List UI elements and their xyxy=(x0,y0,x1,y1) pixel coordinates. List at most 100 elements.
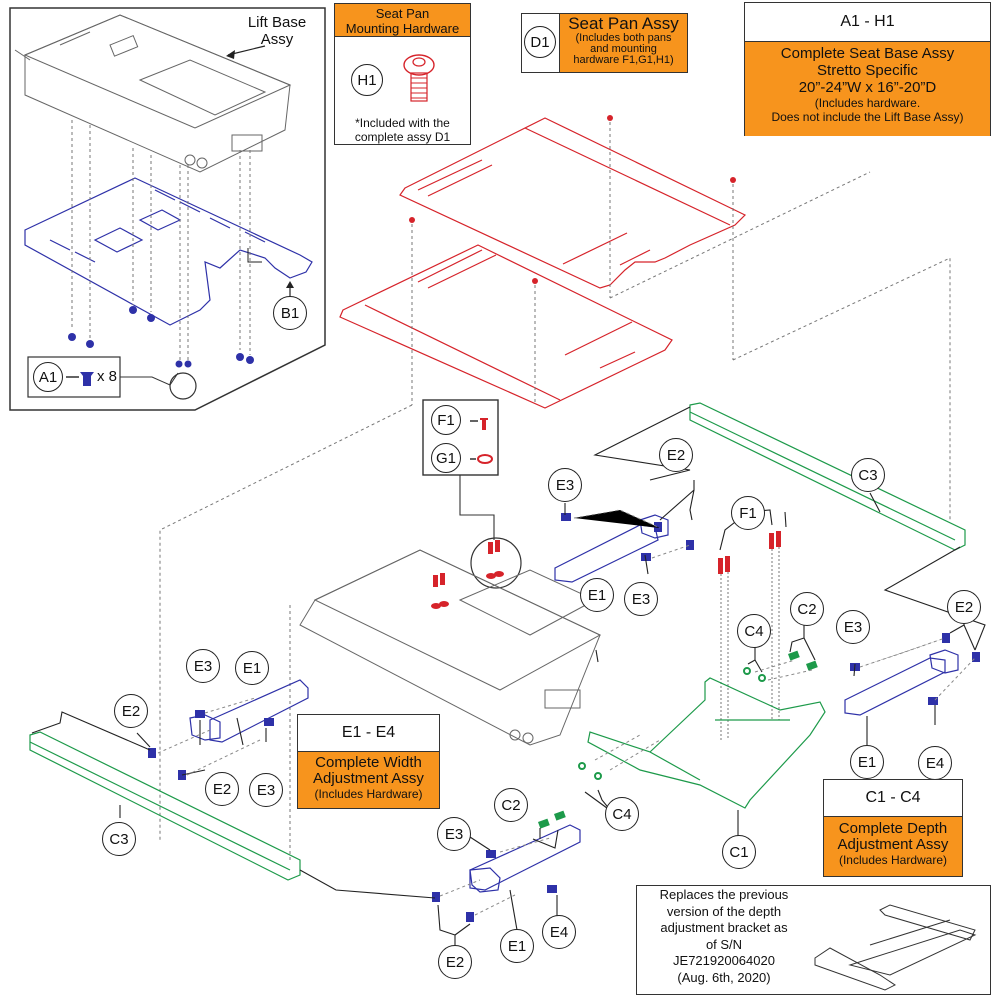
callout-label: G1 xyxy=(435,449,456,467)
callout-label: E4 xyxy=(925,754,945,772)
depth-adjustment-box: C1 - C4 Complete Depth Adjustment Assy (… xyxy=(823,779,963,877)
callout-e2-bottom[interactable]: E2 xyxy=(438,945,472,979)
callout-c1[interactable]: C1 xyxy=(722,835,756,869)
callout-label: B1 xyxy=(280,304,300,322)
seat-base-line1: Complete Seat Base Assy xyxy=(780,45,955,62)
callout-label: C1 xyxy=(729,843,749,861)
width-adjustment-description: Complete Width Adjustment Assy (Includes… xyxy=(298,752,439,808)
inset-alignment-lines xyxy=(71,120,251,362)
header-line1: Seat Pan xyxy=(375,6,430,21)
callout-c3-top[interactable]: C3 xyxy=(851,458,885,492)
callout-label: E1 xyxy=(857,753,877,771)
callout-label: F1 xyxy=(437,411,455,429)
callout-c4-lower[interactable]: C4 xyxy=(605,797,639,831)
b1-leader xyxy=(247,248,262,263)
previous-bracket-drawing xyxy=(814,904,977,991)
callout-label: C3 xyxy=(109,830,129,848)
callout-f1[interactable]: F1 xyxy=(431,405,461,435)
a1-screw-icon xyxy=(80,372,94,386)
callout-label: C3 xyxy=(858,466,878,484)
h1-screws xyxy=(409,115,736,284)
callout-label: F1 xyxy=(739,504,757,522)
depth-rail-c3-top xyxy=(689,402,966,551)
callout-e3-right[interactable]: E3 xyxy=(836,610,870,644)
callout-label: E3 xyxy=(555,476,575,494)
f1-screw-icon xyxy=(480,418,488,430)
depth-rail-c3-bottom xyxy=(29,731,301,881)
callout-label: D1 xyxy=(530,33,550,51)
callout-d1[interactable]: D1 xyxy=(524,26,556,58)
callout-c2-upper[interactable]: C2 xyxy=(790,592,824,626)
callout-e1-right[interactable]: E1 xyxy=(850,745,884,779)
width-bracket-e1-drawing xyxy=(189,514,959,893)
callout-h1[interactable]: H1 xyxy=(351,64,383,96)
seat-base-note2: Does not include the Lift Base Assy) xyxy=(771,110,964,124)
callout-label: E2 xyxy=(954,598,974,616)
callout-e2-left-1[interactable]: E2 xyxy=(114,694,148,728)
callout-e1-upper-1[interactable]: E1 xyxy=(580,578,614,612)
callout-e2-right[interactable]: E2 xyxy=(947,590,981,624)
replacement-line4: of S/N xyxy=(705,936,743,952)
callout-e1-left[interactable]: E1 xyxy=(235,651,269,685)
callout-e3-left-bottom[interactable]: E3 xyxy=(249,773,283,807)
replacement-note-box: Replaces the previous version of the dep… xyxy=(636,885,991,995)
callout-a1[interactable]: A1 xyxy=(33,362,63,392)
callout-label: E3 xyxy=(631,590,651,608)
callout-label: A1 xyxy=(38,368,58,386)
seat-pan-assy-box: D1 Seat Pan Assy (Includes both pans and… xyxy=(521,13,688,73)
seat-pan-top-drawing xyxy=(399,117,747,289)
callout-e4-bottom[interactable]: E4 xyxy=(542,915,576,949)
seat-base-line3: 20”-24”W x 16”-20”D xyxy=(798,79,937,96)
a1-quantity: x 8 xyxy=(97,368,118,385)
callout-label: C2 xyxy=(501,796,521,814)
depth-line1: Complete Depth xyxy=(838,820,948,837)
callout-e3-upper-1[interactable]: E3 xyxy=(548,468,582,502)
h1-note-line1: *Included with the xyxy=(355,116,450,130)
callout-g1[interactable]: G1 xyxy=(431,443,461,473)
callout-e4-right[interactable]: E4 xyxy=(918,746,952,780)
seat-base-line2: Stretto Specific xyxy=(817,62,918,79)
seat-pan-bottom-drawing xyxy=(339,244,673,409)
callout-e3-left-top[interactable]: E3 xyxy=(186,649,220,683)
callout-e3-bottom[interactable]: E3 xyxy=(437,817,471,851)
h1-note-line2: complete assy D1 xyxy=(354,130,451,144)
seat-pan-assy-sub3: hardware F1,G1,H1) xyxy=(573,54,674,66)
seat-pan-assy-sub2: and mounting xyxy=(590,43,657,55)
callout-b1[interactable]: B1 xyxy=(273,296,307,330)
callout-c4-upper[interactable]: C4 xyxy=(737,614,771,648)
callout-label: E3 xyxy=(256,781,276,799)
lift-base-main-drawing xyxy=(299,549,602,746)
seat-base-range: A1 - H1 xyxy=(745,3,990,42)
f1-g1-magnify-circle xyxy=(470,537,522,589)
callout-label: E2 xyxy=(445,953,465,971)
seat-pan-hardware-header: Seat Pan Mounting Hardware xyxy=(335,4,470,37)
callout-e1-bottom[interactable]: E1 xyxy=(500,929,534,963)
d1-callout-cell: D1 xyxy=(522,14,560,72)
callout-c2-lower[interactable]: C2 xyxy=(494,788,528,822)
depth-adjustment-description: Complete Depth Adjustment Assy (Includes… xyxy=(824,817,962,876)
h1-note: *Included with the complete assy D1 xyxy=(335,116,470,144)
replacement-serial: JE721920064020 xyxy=(673,953,775,968)
seat-base-note1: (Includes hardware. xyxy=(814,96,921,110)
callout-c3-bottom[interactable]: C3 xyxy=(102,822,136,856)
hardware-alignment-lines xyxy=(157,509,976,916)
replacement-line3: adjustment bracket as xyxy=(660,920,788,935)
depth-bracket-c1-drawing xyxy=(587,677,826,809)
callout-label: C4 xyxy=(612,805,632,823)
callout-e3-upper-2[interactable]: E3 xyxy=(624,582,658,616)
width-adjustment-box: E1 - E4 Complete Width Adjustment Assy (… xyxy=(297,714,440,809)
callout-e2-left-2[interactable]: E2 xyxy=(205,772,239,806)
mounting-plate-b1-drawing xyxy=(24,177,313,326)
callout-f1-bracket[interactable]: F1 xyxy=(731,496,765,530)
callout-label: E3 xyxy=(193,657,213,675)
seat-pan-alignment-lines xyxy=(159,122,951,860)
lift-base-inset-frame xyxy=(9,7,326,411)
callout-label: E2 xyxy=(212,780,232,798)
a1-leader xyxy=(120,372,179,386)
callout-e2-upper-1[interactable]: E2 xyxy=(659,438,693,472)
callout-label: E1 xyxy=(242,659,262,677)
seat-pan-assy-label: Seat Pan Assy (Includes both pans and mo… xyxy=(560,14,687,72)
f1-screws-lift-base xyxy=(431,540,504,609)
depth-adjustment-range: C1 - C4 xyxy=(824,780,962,817)
